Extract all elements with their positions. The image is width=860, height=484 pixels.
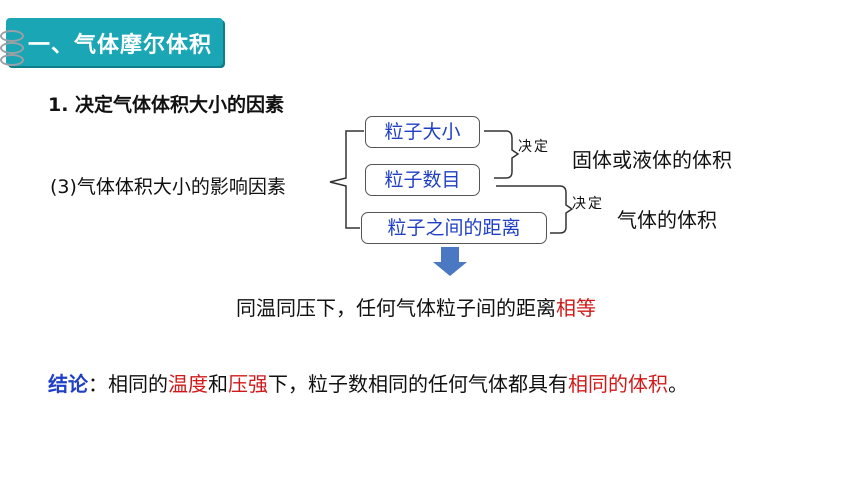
summary-middle: 下，粒子数相同的任何气体都具有 (268, 372, 568, 396)
summary-keyword: 结论 (48, 372, 88, 396)
factor-label: (3)气体体积大小的影响因素 (50, 176, 286, 198)
right-brace-2 (496, 185, 574, 234)
section-title-tab: 一、气体摩尔体积 (6, 18, 223, 66)
summary-end: 。 (668, 372, 688, 396)
binder-ring-icon (0, 42, 24, 54)
right-brace-1 (484, 130, 520, 179)
down-arrow-icon (433, 247, 467, 276)
summary-colon: ：相同的 (88, 372, 168, 396)
decide-label-1: 决定 (518, 139, 550, 155)
heading: 1. 决定气体体积大小的因素 (48, 94, 285, 116)
summary-and: 和 (208, 372, 228, 396)
particle-count-box: 粒子数目 (365, 164, 480, 196)
particle-distance-box: 粒子之间的距离 (361, 212, 547, 244)
binder-ring-icon (0, 54, 24, 66)
conclusion-emphasis: 相等 (556, 296, 596, 320)
summary-pressure: 压强 (228, 372, 268, 396)
conclusion-prefix: 同温同压下，任何气体粒子间的距离 (236, 296, 556, 320)
decide-label-2: 决定 (572, 196, 604, 212)
section-title: 一、气体摩尔体积 (28, 33, 213, 58)
result-solid-liquid: 固体或液体的体积 (572, 148, 732, 172)
binder-ring-icon (0, 30, 24, 42)
summary-volume: 相同的体积 (568, 372, 668, 396)
summary-line: 结论：相同的温度和压强下，粒子数相同的任何气体都具有相同的体积。 (48, 368, 688, 397)
particle-size-box: 粒子大小 (365, 116, 480, 148)
summary-temp: 温度 (168, 372, 208, 396)
left-brace (329, 130, 364, 229)
conclusion-line: 同温同压下，任何气体粒子间的距离相等 (236, 292, 596, 321)
result-gas: 气体的体积 (617, 208, 717, 232)
